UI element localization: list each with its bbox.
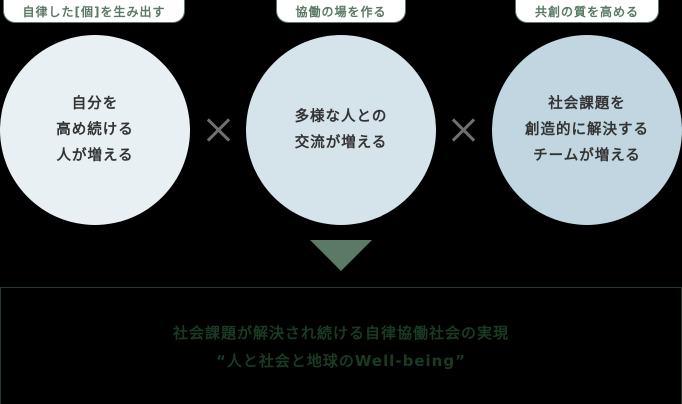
header-pill-collaboration: 協働の場を作る xyxy=(276,0,406,23)
circle-text: 多様な人との xyxy=(294,109,388,125)
circle-diverse-exchange: 多様な人との 交流が増える xyxy=(246,35,436,225)
circle-self-growth: 自分を 高め続ける 人が増える xyxy=(0,35,190,225)
circle-text: 人が増える xyxy=(56,148,134,164)
result-box: 社会課題が解決され続ける自律協働社会の実現 “人と社会と地球のWell-bein… xyxy=(0,287,682,404)
multiply-icon xyxy=(450,117,476,143)
header-pill-autonomy: 自律した[個]を生み出す xyxy=(3,0,185,23)
circle-text: 自分を xyxy=(71,96,119,112)
result-subtitle: “人と社会と地球のWell-being” xyxy=(216,352,466,370)
circle-text: チームが増える xyxy=(533,148,641,164)
circle-text: 高め続ける xyxy=(56,122,134,138)
multiply-icon xyxy=(205,117,231,143)
circle-text: 創造的に解決する xyxy=(525,122,649,138)
circle-text: 社会課題を xyxy=(548,96,626,112)
circle-creative-teams: 社会課題を 創造的に解決する チームが増える xyxy=(492,35,682,225)
down-arrow-icon xyxy=(310,240,372,271)
result-title: 社会課題が解決され続ける自律協働社会の実現 xyxy=(172,324,509,342)
circle-text: 交流が増える xyxy=(294,135,388,151)
header-pill-co-creation: 共創の質を高める xyxy=(515,0,659,23)
